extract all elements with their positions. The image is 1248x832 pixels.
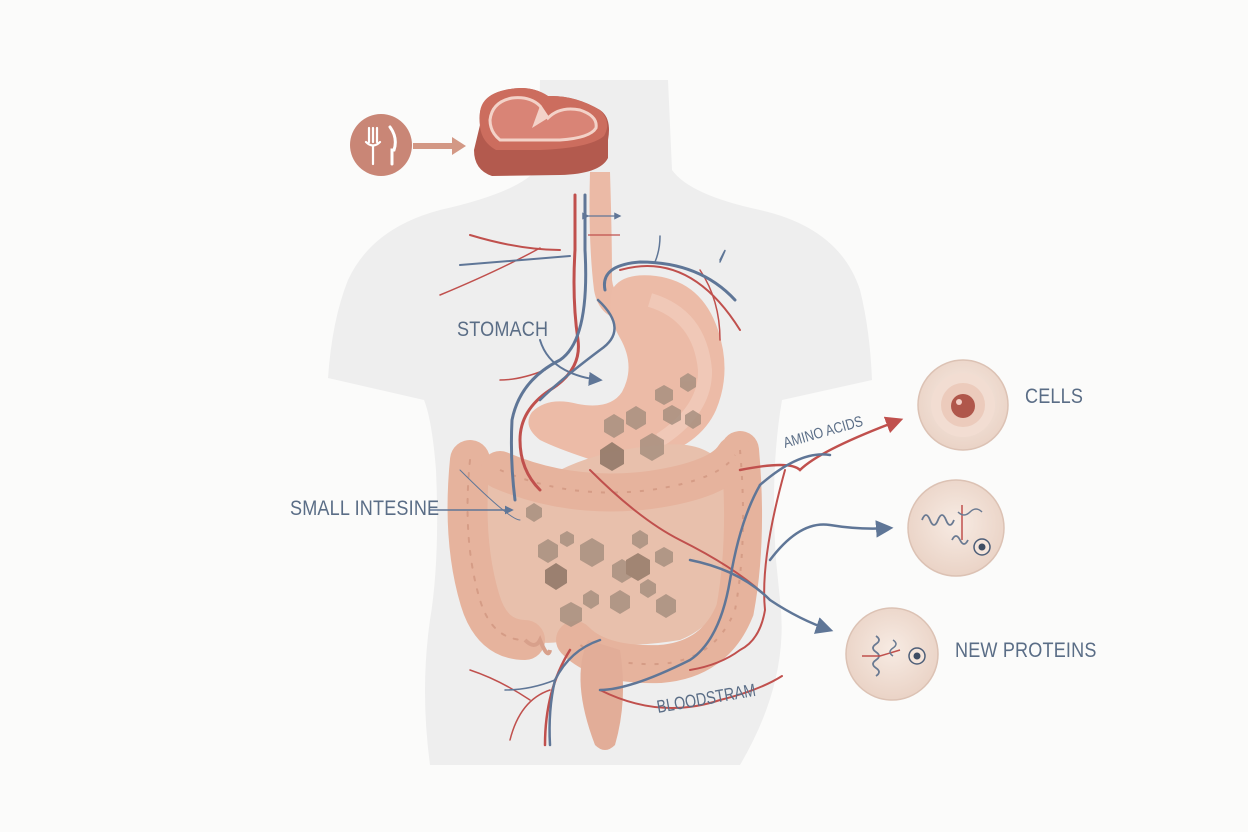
esophagus <box>589 172 640 321</box>
amino-acids-label: AMINO ACIDS <box>781 413 865 452</box>
blood-vessels <box>439 193 904 747</box>
stomach-label: STOMACH <box>457 318 549 341</box>
diffusion-arrows <box>582 212 622 236</box>
utensils-icon <box>350 114 412 176</box>
small-intestine-label: SMALL INTESINE <box>290 497 440 520</box>
cells-illustration <box>917 359 1009 451</box>
cells-label: CELLS <box>1025 385 1084 408</box>
steak-icon <box>474 88 609 176</box>
protein-synthesis-icon-2 <box>845 607 939 701</box>
new-proteins-label: NEW PROTEINS <box>955 639 1097 662</box>
amino-acid-particles <box>526 373 701 627</box>
protein-synthesis-icon-1 <box>907 479 1005 577</box>
